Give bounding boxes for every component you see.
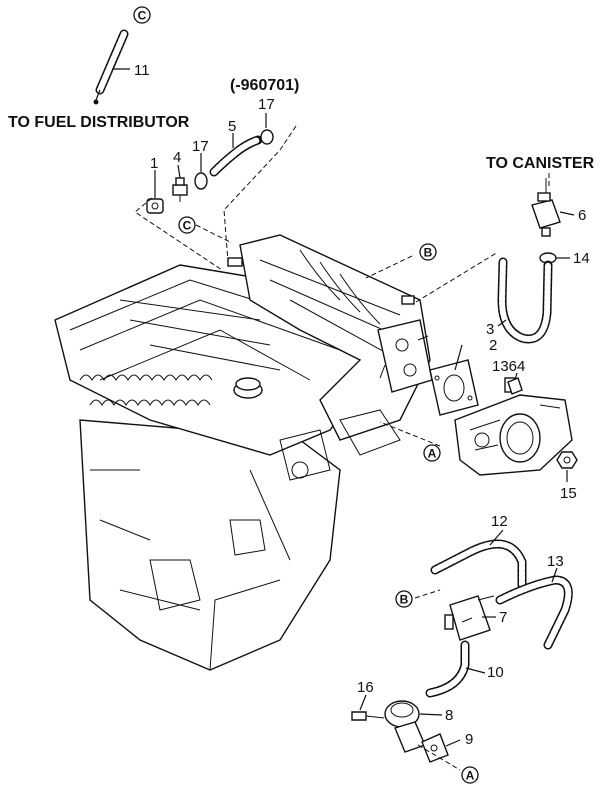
intake-manifold (227, 234, 433, 456)
part-number-16: 16 (357, 679, 374, 696)
part-number-12: 12 (491, 513, 508, 530)
part-number-14: 14 (573, 250, 590, 267)
label-to-fuel-distributor: TO FUEL DISTRIBUTOR (8, 114, 190, 131)
svg-text:B: B (400, 593, 409, 607)
part-number-4: 4 (173, 149, 181, 166)
throttle-body (454, 377, 573, 476)
bolt-16 (351, 711, 385, 721)
svg-text:C: C (138, 9, 147, 23)
part-number-7: 7 (499, 609, 507, 626)
clamp-17-right (260, 129, 274, 145)
ref-a-middle: A (423, 444, 441, 462)
clamp-17-left (194, 172, 208, 190)
fitting-1 (146, 198, 164, 214)
ref-b-bottom: B (395, 590, 413, 608)
part-number-15: 15 (560, 485, 577, 502)
part-number-10: 10 (487, 664, 504, 681)
svg-text:A: A (466, 769, 475, 783)
part-number-13: 13 (547, 553, 564, 570)
part-number-1: 1 (150, 155, 158, 172)
purge-valve-6 (531, 178, 561, 237)
egr-valve-8 (384, 700, 426, 753)
label-to-canister: TO CANISTER (486, 155, 595, 172)
ref-c-middle: C (178, 216, 196, 234)
part-number-5: 5 (228, 118, 236, 135)
part-number-8: 8 (445, 707, 453, 724)
part-number-1364: 1364 (492, 358, 525, 375)
part-number-2: 2 (489, 337, 497, 354)
label-date-code: (-960701) (230, 77, 299, 94)
part-number-17-right: 17 (258, 96, 275, 113)
routing-lines (134, 125, 550, 771)
part-number-3: 3 (486, 321, 494, 338)
throttle-body-gasket (429, 359, 479, 416)
ref-b-top: B (419, 243, 437, 261)
leader-lines (112, 68, 575, 747)
gasket-9 (421, 733, 449, 763)
ref-a-bottom: A (461, 766, 479, 784)
part-number-6: 6 (578, 207, 586, 224)
svg-text:A: A (428, 447, 437, 461)
hose-13 (495, 575, 573, 650)
part-number-11: 11 (134, 62, 150, 79)
part-number-9: 9 (465, 731, 473, 748)
solenoid-valve-7 (444, 595, 495, 641)
ref-c-top: C (133, 6, 151, 24)
svg-text:C: C (183, 219, 192, 233)
fitting-4 (172, 177, 188, 202)
svg-text:B: B (424, 246, 433, 260)
nut-15 (556, 451, 578, 469)
part-number-17-left: 17 (192, 138, 209, 155)
